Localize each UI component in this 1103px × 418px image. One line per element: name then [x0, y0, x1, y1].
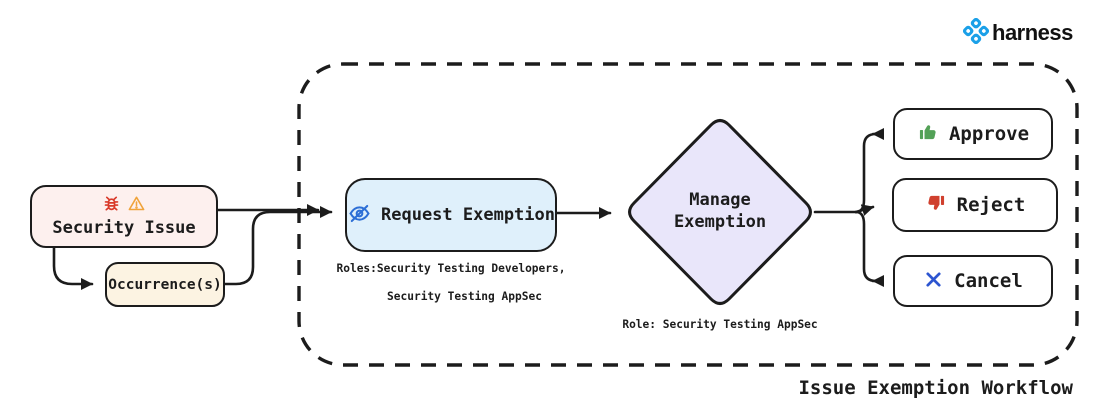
thumbs-down-icon — [925, 192, 947, 218]
security-issue-label: Security Issue — [52, 217, 196, 238]
occurrences-node: Occurrence(s) — [105, 262, 225, 307]
cancel-node: Cancel — [893, 255, 1053, 307]
harness-logo-icon — [962, 17, 990, 48]
cancel-label: Cancel — [954, 270, 1023, 292]
manage-exemption-label-line2: Exemption — [673, 212, 767, 232]
manage-exemption-label-line1: Manage — [689, 190, 751, 210]
approve-label: Approve — [948, 123, 1030, 145]
reject-label: Reject — [956, 194, 1026, 216]
reject-node: Reject — [892, 178, 1058, 232]
manage-exemption-diamond — [628, 119, 812, 305]
workflow-title: Issue Exemption Workflow — [798, 377, 1073, 399]
occurrences-label: Occurrence(s) — [108, 276, 222, 293]
eye-slash-icon — [347, 201, 372, 230]
request-exemption-label: Request Exemption — [381, 205, 555, 225]
approve-node: Approve — [893, 108, 1053, 160]
connector-arrows — [52, 128, 884, 290]
request-exemption-roles-note: Roles:Security Testing Developers, Secur… — [331, 262, 571, 318]
bug-icon — [102, 194, 121, 217]
security-issue-node: Security Issue — [30, 185, 218, 248]
roles-note-line2: Security Testing AppSec — [387, 290, 542, 303]
roles-note-line1: Roles:Security Testing Developers, — [336, 262, 566, 275]
thumbs-up-icon — [917, 121, 939, 147]
manage-exemption-label: Manage Exemption — [640, 189, 800, 233]
harness-logo: harness — [962, 17, 1073, 48]
request-exemption-node: Request Exemption — [345, 178, 557, 252]
harness-wordmark: harness — [992, 20, 1073, 45]
manage-exemption-role-note: Role: Security Testing AppSec — [622, 318, 818, 331]
x-icon — [923, 269, 944, 294]
workflow-container-border — [297, 62, 1079, 367]
warning-icon — [127, 194, 146, 217]
